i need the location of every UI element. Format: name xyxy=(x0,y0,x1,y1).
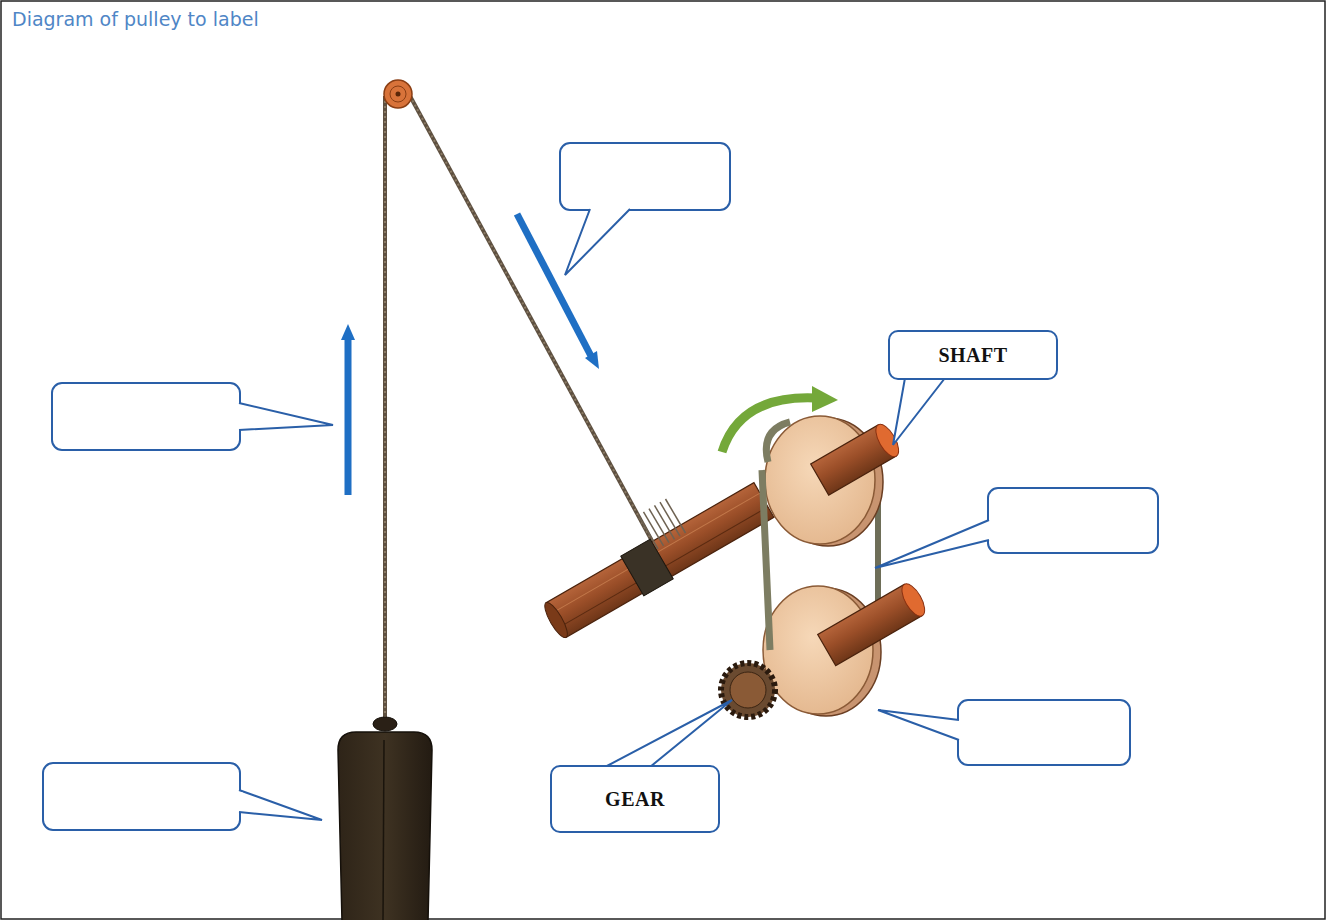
weight xyxy=(338,732,432,920)
callout-box: GEAR xyxy=(550,765,720,833)
long-shaft xyxy=(539,480,775,643)
rope xyxy=(383,96,387,722)
rope-texture xyxy=(384,96,386,722)
motion-arrow xyxy=(345,338,352,495)
callout-tail xyxy=(605,700,732,767)
arrowhead xyxy=(812,386,838,412)
top-pulley xyxy=(384,80,412,108)
top-pulley-rim xyxy=(390,86,406,102)
gear-hub xyxy=(730,672,766,708)
belt xyxy=(762,422,790,650)
upper-shaft xyxy=(811,421,903,495)
rope-winding xyxy=(638,499,686,549)
part-label: GEAR xyxy=(605,788,665,811)
rotation-arrow xyxy=(722,398,815,452)
part-label: SHAFT xyxy=(938,344,1007,367)
callout-tail xyxy=(893,378,945,445)
diagram-title: Diagram of pulley to label xyxy=(12,8,259,30)
callout-joins xyxy=(241,207,991,810)
callout-box: SHAFT xyxy=(888,330,1058,380)
arrowhead xyxy=(585,351,599,369)
lower-shaft xyxy=(818,580,930,665)
weight-fold xyxy=(383,740,384,920)
arrowhead xyxy=(341,324,355,340)
empty-callouts xyxy=(43,143,1158,830)
top-pulley-axle xyxy=(396,92,401,97)
gear xyxy=(721,663,775,717)
weight-knot xyxy=(373,717,397,731)
